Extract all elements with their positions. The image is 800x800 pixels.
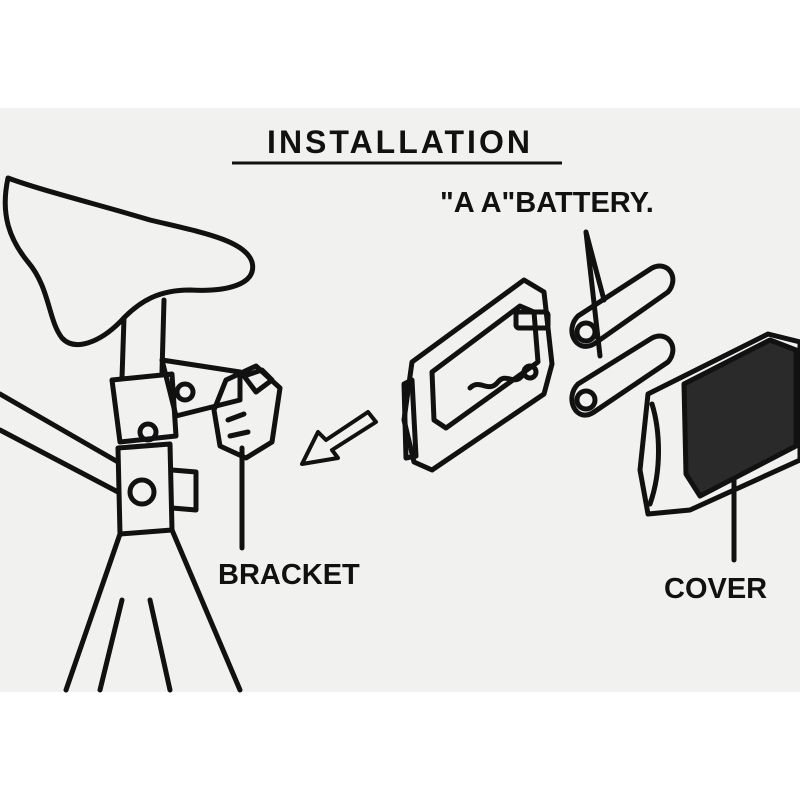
bracket-arm — [159, 357, 243, 419]
housing-lens — [401, 377, 419, 461]
battery-1 — [569, 263, 676, 349]
cover-reflector — [681, 337, 799, 499]
top-tube — [0, 391, 121, 495]
cover-label: COVER — [664, 573, 767, 605]
clamp-bolt — [127, 477, 157, 507]
bracket-arm-hole — [174, 381, 196, 403]
bicycle-saddle — [2, 175, 256, 348]
battery-2-terminal — [574, 388, 598, 412]
battery-pointer-lines — [583, 229, 607, 359]
cover-edge — [647, 401, 661, 507]
wire-contact — [467, 373, 525, 391]
clamp-nut — [137, 421, 159, 443]
battery-label: "A A"BATTERY. — [440, 187, 654, 219]
bracket — [159, 357, 283, 551]
bracket-rail — [225, 367, 275, 439]
frame-stay — [63, 527, 243, 693]
battery-spring — [513, 309, 551, 331]
cover — [637, 331, 800, 563]
aa-batteries — [569, 229, 676, 418]
battery-2 — [569, 333, 676, 418]
contact-screw — [521, 363, 539, 381]
bracket-label: BRACKET — [218, 559, 360, 591]
seat-clamp — [109, 371, 179, 445]
housing-inner — [429, 303, 541, 431]
insertion-arrow — [300, 410, 378, 466]
clamp-tab — [169, 467, 199, 513]
light-housing — [401, 277, 555, 473]
diagram-title: INSTALLATION — [267, 124, 533, 160]
bicycle-frame — [0, 175, 256, 693]
